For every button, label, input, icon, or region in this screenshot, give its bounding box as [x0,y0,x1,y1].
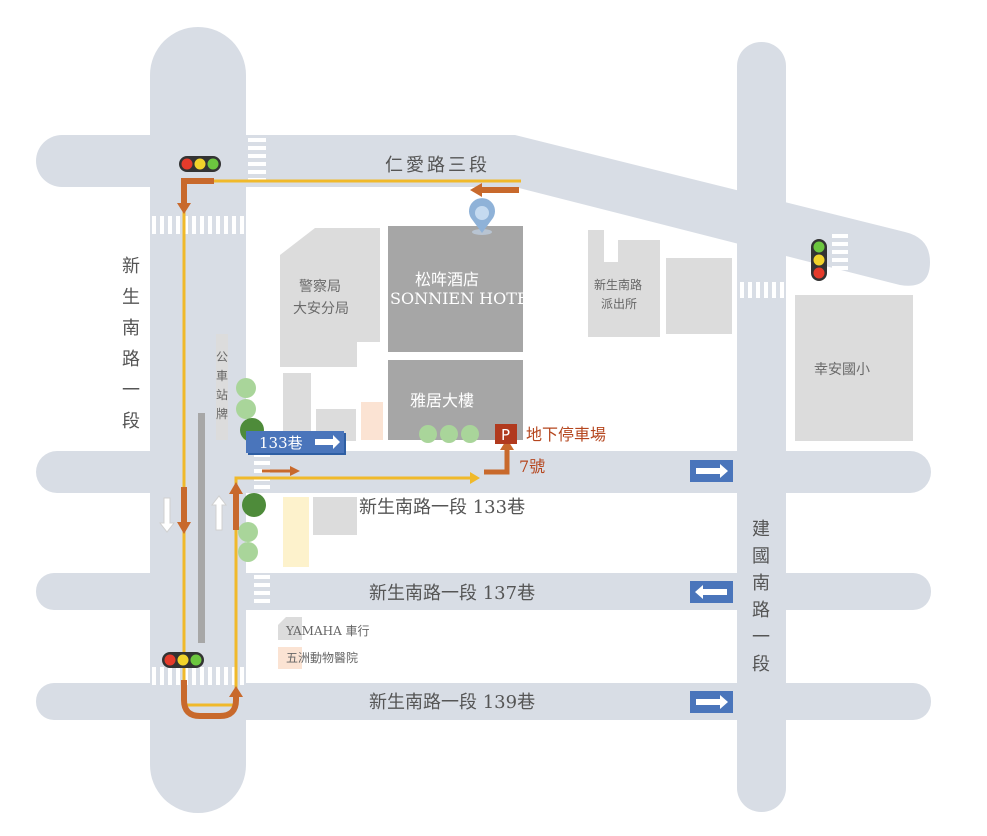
traffic-lights [162,156,827,668]
police-bureau-building [280,228,380,367]
jianguo-char: 南 [752,573,770,594]
arrow-down-white [158,497,176,533]
tree-icon [242,493,266,517]
house-number-label: 7號 [519,457,545,476]
xinsheng-char: 段 [122,411,140,432]
lane133-sign-label: 133巷 [259,434,303,452]
jianguo-road-label: 建 國 南 路 一 段 [752,519,770,675]
renai-road-label: 仁愛路三段 [385,155,490,176]
yamaha-marker [278,617,302,640]
median-strip [198,413,205,643]
small-building [313,497,357,535]
hotel-building [388,226,523,352]
bus-stop-panel [216,334,228,440]
arrow-parking [484,448,510,475]
jianguo-char: 段 [752,654,770,675]
small-building [361,402,383,440]
parking-letter: P [501,426,510,444]
tree-icon [236,378,256,398]
oneway-arrow-icon [690,691,733,713]
bus-stop-char: 牌 [216,407,228,421]
bus-stop-char: 車 [216,369,228,383]
buildings [216,226,913,669]
renai-road [36,135,521,187]
yaju-building-label: 雅居大樓 [410,391,474,410]
oneway-arrow-icon [690,581,733,603]
vet-label: 五洲動物醫院 [286,651,358,665]
tree-icon [236,399,256,419]
lane-133-road [36,451,931,493]
arrow-right-icon [315,435,340,449]
xinsheng-road-label: 新 生 南 路 一 段 [122,256,140,432]
oneway-signs: 133巷 [246,431,733,713]
crosswalk [152,667,244,685]
tree-icon [238,542,258,562]
lane133-sign: 133巷 [246,431,346,455]
bus-stop-char: 站 [216,388,228,402]
jianguo-char: 一 [752,627,770,648]
tree-icon [238,522,258,542]
arrow-uturn [181,680,239,719]
parking-icon: P [495,424,517,444]
arrow-turn-top [181,178,214,205]
lane137-label: 新生南路一段 137巷 [369,583,535,604]
small-building [666,258,732,334]
hotel-name-en: SONNIEN HOTEL [390,289,540,308]
hotel-name-zh: 松哖酒店 [415,270,479,289]
xinsheng-char: 路 [122,349,140,370]
jianguo-char: 國 [752,546,770,567]
yamaha-label: YAMAHA 車行 [285,624,370,638]
crosswalk [740,282,784,298]
xinsheng-char: 一 [122,380,140,401]
location-pin-icon [469,198,496,235]
xinan-school-building [795,295,913,441]
police-station-building [588,230,660,337]
xinsheng-char: 新 [122,256,140,277]
xinsheng-char: 南 [122,318,140,339]
traffic-light-icon [179,156,221,172]
bus-stop-char: 公 [216,350,228,364]
traffic-light-icon [162,652,204,668]
tree-icon [419,425,437,443]
traffic-light-icon [811,239,827,281]
bus-stop-label: 公 車 站 牌 [216,350,228,421]
arrow-up-white [210,495,228,531]
lane139-label: 新生南路一段 139巷 [369,692,535,713]
oneway-arrow-icon [690,460,733,482]
tree-icon [461,425,479,443]
police-station-label-1: 新生南路 [594,277,642,292]
crosswalk [152,216,244,234]
parking-label: 地下停車場 [526,425,606,444]
police-bureau-label-1: 警察局 [299,278,341,295]
small-building [283,497,309,567]
police-bureau-label-2: 大安分局 [293,301,349,317]
small-building [283,373,311,441]
direction-arrows [177,178,519,719]
crosswalk [254,575,270,603]
crosswalk [832,234,848,278]
xinsheng-char: 生 [122,287,140,308]
tree-icon [440,425,458,443]
route-arrowhead [470,472,480,484]
police-station-label-2: 派出所 [601,297,637,311]
jianguo-char: 建 [752,519,770,540]
lane-arrows [158,495,228,533]
lane133-label: 新生南路一段 133巷 [359,497,525,518]
trees [236,378,479,562]
vet-marker [278,647,302,669]
xinan-school-label: 幸安國小 [814,362,870,378]
jianguo-char: 路 [752,600,770,621]
